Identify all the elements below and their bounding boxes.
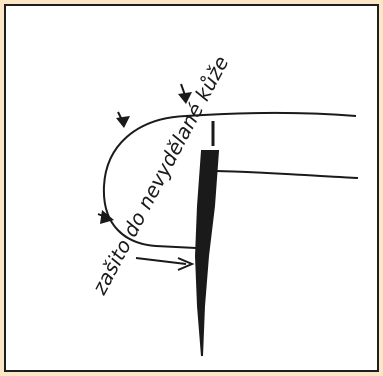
arrow-curve-top [116, 112, 130, 128]
stitched-edge [196, 151, 218, 356]
arrow-bottom [136, 258, 192, 270]
drawing-panel: zašito do nevydělané kůže [4, 4, 379, 372]
sketch-canvas: zašito do nevydělané kůže [6, 6, 381, 374]
inner-skin-line [216, 171, 358, 178]
